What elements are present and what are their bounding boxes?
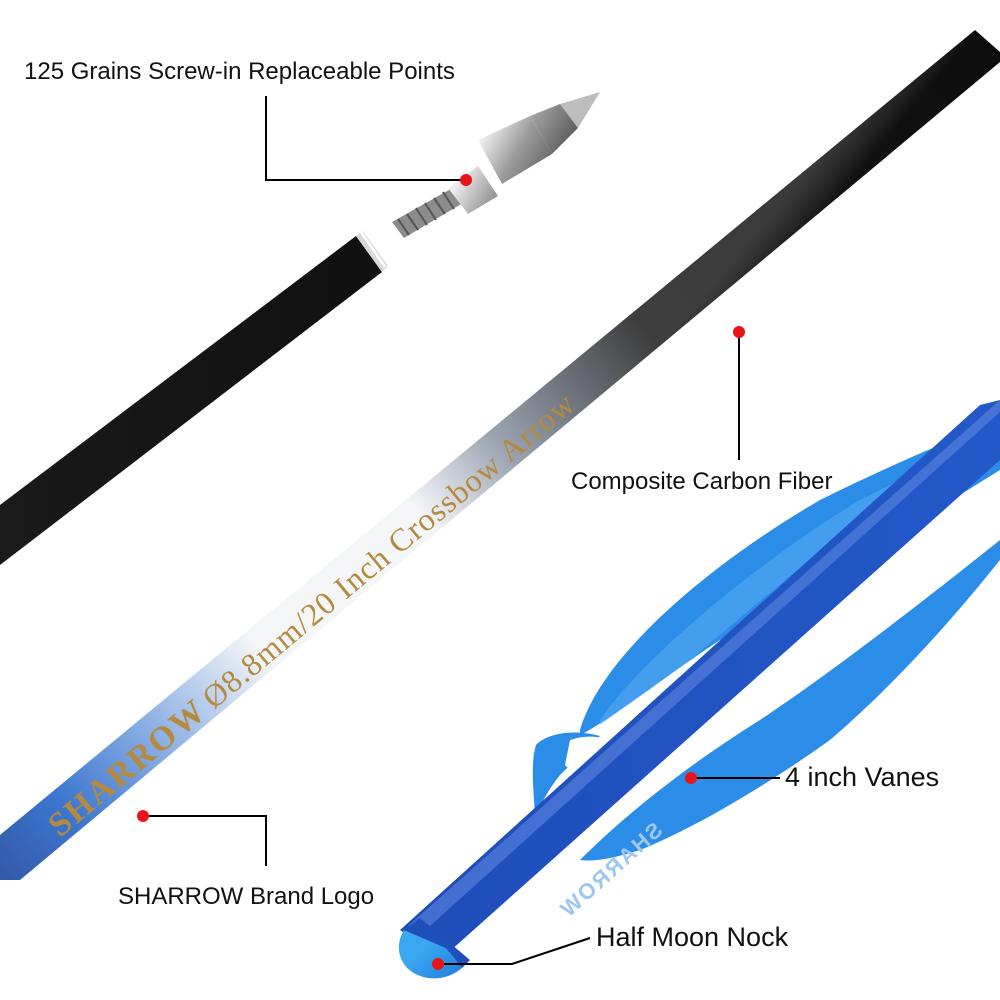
points-label: 125 Grains Screw-in Replaceable Points (24, 58, 455, 85)
shaft-spec-text: Ø8.8mm/20 Inch Crossbow Arrow (195, 385, 582, 716)
leader-lines (143, 96, 780, 965)
callout-markers (137, 174, 745, 970)
nock-label: Half Moon Nock (596, 922, 789, 952)
cut-shaft-piece (0, 231, 388, 565)
shaft-brand-text: SHARROW (41, 692, 213, 844)
shaft-marker (733, 326, 745, 338)
shaft-label: Composite Carbon Fiber (571, 468, 833, 495)
vanes-marker (685, 772, 697, 784)
screw-in-point (392, 92, 600, 238)
lower-vane (580, 540, 1000, 861)
nock-leader (438, 937, 591, 965)
nock-marker (432, 958, 444, 970)
logo-marker (137, 810, 149, 822)
points-marker (460, 174, 472, 186)
points-leader (265, 96, 466, 181)
half-moon-nock (398, 930, 462, 979)
logo-label: SHARROW Brand Logo (118, 883, 375, 910)
vanes-label: 4 inch Vanes (785, 762, 940, 792)
left-vane (532, 732, 600, 820)
fletched-arrow: SHARROW (398, 400, 1000, 979)
logo-leader (143, 815, 267, 866)
arrow-shaft (0, 30, 1000, 880)
